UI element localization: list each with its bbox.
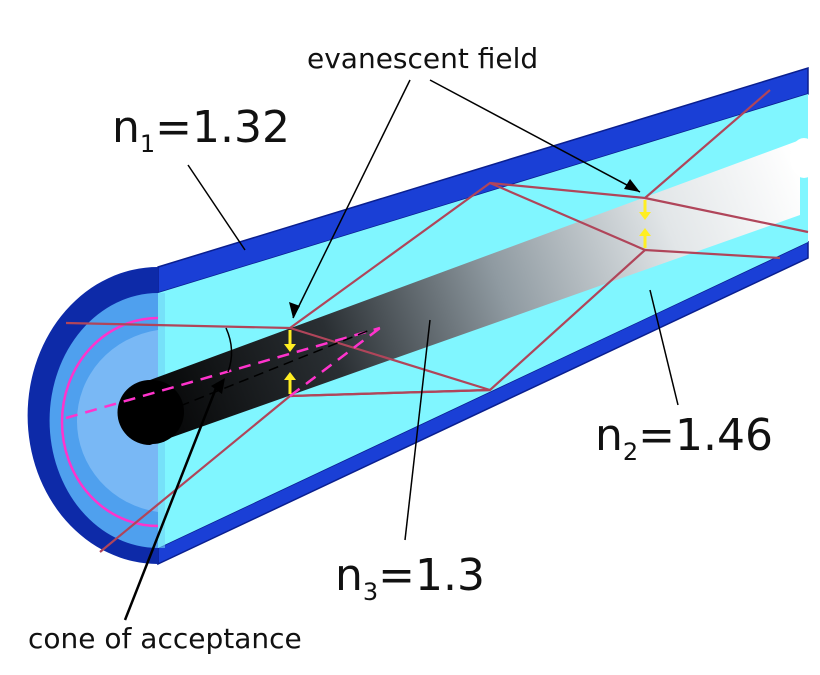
- fiber-core: [117, 140, 800, 445]
- n3-label: n3=1.3: [335, 550, 485, 606]
- evanescent-marker-left: [284, 330, 296, 394]
- pointer-evanescent-left-head: [289, 302, 300, 318]
- pointer-evanescent-left: [292, 79, 411, 319]
- light-ray-link-1: [289, 326, 491, 392]
- n2-label: n2=1.46: [595, 410, 773, 466]
- acceptance-cone-top: [65, 326, 381, 420]
- cone-of-acceptance-label: cone of acceptance: [28, 622, 302, 655]
- acceptance-arc: [60, 316, 159, 528]
- core-far-end: [790, 138, 818, 178]
- pointer-n2: [649, 289, 679, 406]
- n1-label: n1=1.32: [112, 102, 290, 158]
- pointer-n1: [187, 164, 246, 251]
- pointer-evanescent-right-head: [624, 179, 640, 192]
- evanescent-field-label: evanescent field: [307, 42, 538, 75]
- pointer-n3: [404, 319, 431, 541]
- light-ray-link-4: [289, 388, 491, 398]
- light-ray-link-3: [644, 196, 809, 234]
- acceptance-angle-arc: [225, 327, 233, 373]
- fiber-axis: [149, 329, 371, 419]
- end-face-inner: [76, 330, 158, 512]
- pointer-cone: [123, 382, 220, 621]
- evanescent-marker-right: [639, 200, 651, 248]
- pointer-evanescent-right: [429, 79, 641, 193]
- pointer-cone-head: [211, 378, 225, 394]
- light-ray-link-2: [489, 181, 646, 252]
- core-end: [120, 380, 184, 444]
